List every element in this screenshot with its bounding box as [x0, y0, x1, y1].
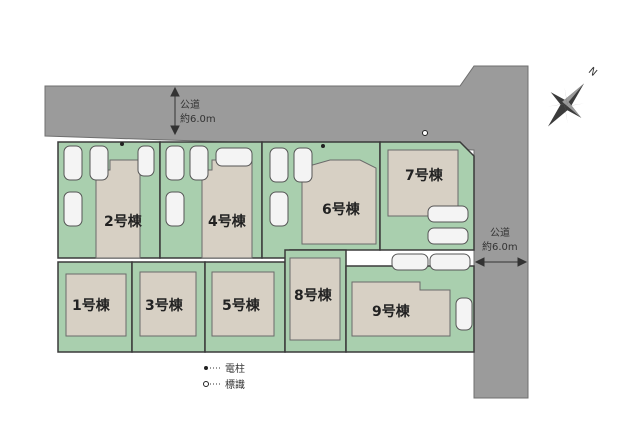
car-icon [269, 191, 289, 227]
car-icon [391, 253, 429, 271]
north-road-width: 約6.0m [180, 112, 216, 125]
compass-north-label: N [586, 66, 599, 79]
car-icon [63, 145, 83, 181]
parking-car-icons [63, 145, 473, 331]
car-icon [137, 145, 155, 177]
car-icon [89, 145, 109, 181]
north-road-dimension [170, 86, 180, 136]
car-icon [165, 145, 185, 181]
car-icon [165, 191, 185, 227]
east-road-label: 公道 [490, 226, 510, 239]
building-6-footprint [301, 159, 377, 245]
car-icon [215, 147, 253, 167]
building-footprints [65, 149, 459, 341]
legend: 電柱 標識 [203, 362, 245, 391]
building-9-label: 9号棟 [372, 303, 411, 320]
building-1-label: 1号棟 [72, 297, 111, 314]
north-road-label: 公道 [180, 98, 200, 111]
building-1-footprint [65, 273, 127, 337]
car-icon [427, 227, 469, 245]
car-icon [455, 297, 473, 331]
road-north [44, 65, 529, 399]
car-icon [429, 253, 471, 271]
building-3-footprint [139, 271, 197, 337]
east-road-width: 約6.0m [482, 240, 518, 253]
survey-marker-legend-icon [203, 381, 209, 387]
legend-utility-pole: 電柱 [225, 362, 245, 375]
building-5-footprint [211, 271, 275, 337]
building-3-label: 3号棟 [145, 297, 184, 314]
building-5-label: 5号棟 [222, 297, 261, 314]
building-2-label: 2号棟 [104, 213, 143, 230]
car-icon [427, 205, 469, 223]
building-9-footprint [351, 281, 451, 337]
compass-icon [547, 83, 585, 127]
building-8-footprint [289, 257, 341, 341]
building-4-label: 4号棟 [208, 213, 247, 230]
car-icon [189, 145, 209, 181]
east-road-dimension [474, 257, 528, 267]
survey-marker [422, 130, 428, 136]
car-icon [269, 147, 289, 183]
building-4-footprint [201, 159, 253, 259]
building-7-label: 7号棟 [405, 167, 444, 184]
utility-pole-markers [120, 142, 325, 148]
legend-survey-marker: 標識 [225, 378, 245, 391]
car-icon [293, 147, 313, 183]
building-8-label: 8号棟 [294, 287, 333, 304]
car-icon [63, 191, 83, 227]
utility-pole-legend-icon [204, 366, 208, 370]
building-6-label: 6号棟 [322, 201, 361, 218]
building-7-footprint [387, 149, 459, 217]
